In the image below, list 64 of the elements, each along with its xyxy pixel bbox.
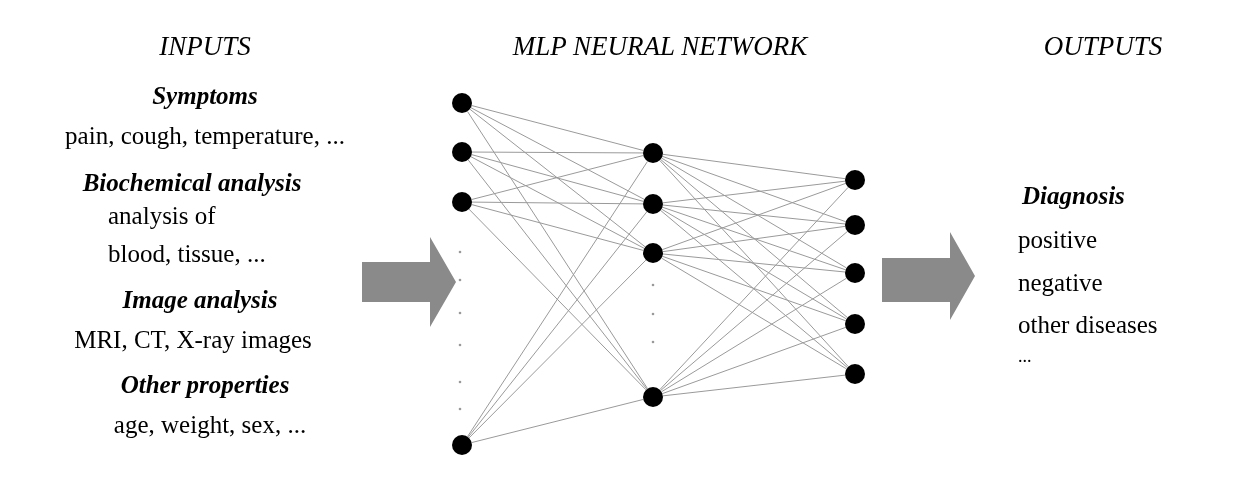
connection-line [661,157,847,269]
connection-line [471,151,644,154]
connection-line [661,182,847,251]
connection-line [661,206,847,271]
connection-line [471,398,644,444]
neuron-circle [643,194,663,214]
ellipsis-text: ... [1018,347,1032,367]
connection-line [661,257,847,370]
connection-line [468,208,647,391]
neuron-circle [845,170,865,190]
input-examples: analysis of [108,202,216,230]
connection-line [471,204,644,251]
neuron-circle [452,142,472,162]
input-examples: age, weight, sex, ... [113,411,307,439]
connection-line [470,156,645,249]
input-examples: MRI, CT, X-ray images [74,326,312,354]
connection-line [471,105,644,151]
input-examples: blood, tissue, ... [108,240,266,268]
neuron-circle [845,314,865,334]
column-heading: INPUTS [159,32,251,62]
neuron-circle [845,215,865,235]
neuron-circle [643,143,663,163]
connection-line [662,180,846,204]
connection-line [659,186,849,391]
connection-line [468,259,647,439]
neuron-circle [452,93,472,113]
connection-line [662,225,846,253]
connection-line [661,326,847,395]
neuron-circle [643,387,663,407]
connection-line [660,158,848,319]
connection-line [662,204,846,225]
connection-line [660,209,848,369]
connection-line [662,153,846,180]
neuron-circle [452,192,472,212]
connection-line [662,374,846,397]
category-heading: Other properties [120,371,290,399]
neuron-circle [452,435,472,455]
neuron-circle [845,263,865,283]
connection-line [662,253,846,273]
connection-line [466,110,649,390]
neuron-circle [643,243,663,263]
column-heading: MLP NEURAL NETWORK [512,32,808,62]
output-class: negative [1018,269,1103,297]
connection-line [467,159,648,390]
category-heading: Biochemical analysis [82,169,302,197]
column-heading: OUTPUTS [1043,32,1163,62]
output-class: other diseases [1018,311,1158,339]
connection-line [660,231,848,391]
neuron-circle [845,364,865,384]
category-heading: Symptoms [152,82,258,110]
connection-line [471,201,644,205]
connection-line [661,155,847,223]
connection-line [467,211,648,438]
connection-line [466,160,649,438]
connection-line [661,255,847,322]
connection-line [661,208,847,320]
connection-line [659,159,849,368]
connection-line [470,107,645,200]
connection-line [661,277,847,393]
output-class: positive [1018,226,1098,254]
category-heading: Diagnosis [1022,182,1125,210]
connection-line [469,108,646,248]
input-examples: pain, cough, temperature, ... [65,122,345,150]
category-heading: Image analysis [122,286,278,314]
